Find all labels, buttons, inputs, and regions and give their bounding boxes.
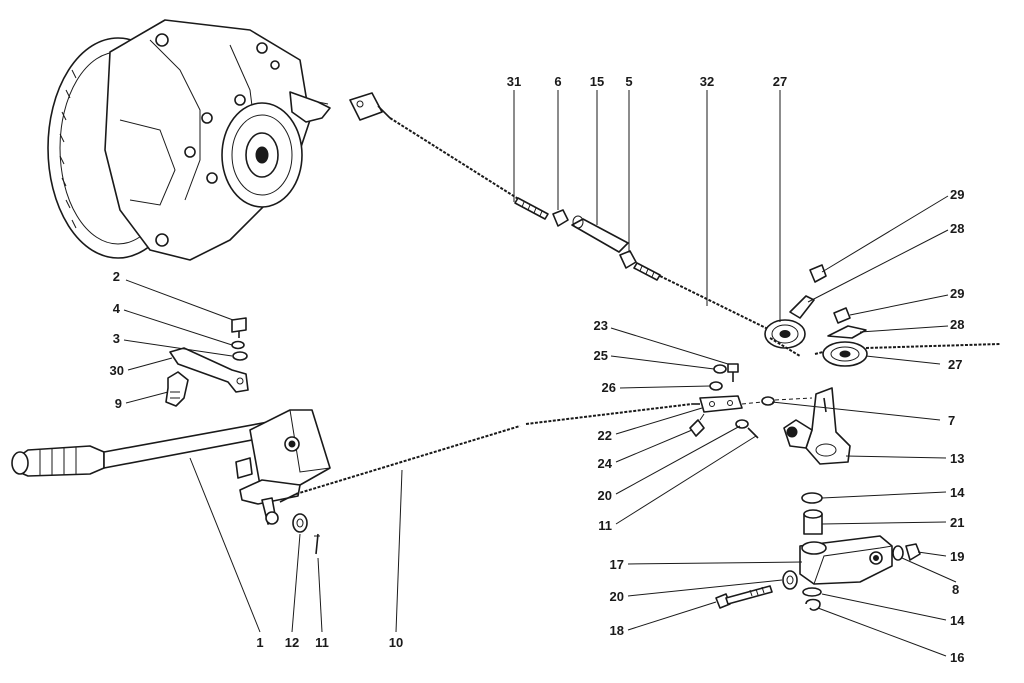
callout-6: 6 bbox=[554, 74, 561, 89]
callout-11-left: 11 bbox=[315, 635, 329, 650]
upper-cable-assembly bbox=[349, 92, 806, 357]
callout-11-right: 11 bbox=[598, 518, 612, 533]
callout-30: 30 bbox=[110, 363, 124, 378]
callout-29-upper: 29 bbox=[950, 187, 964, 202]
callout-25: 25 bbox=[594, 348, 608, 363]
callout-29-lower: 29 bbox=[950, 286, 964, 301]
callout-15: 15 bbox=[590, 74, 604, 89]
callout-9: 9 bbox=[115, 396, 122, 411]
callout-1: 1 bbox=[256, 635, 263, 650]
callout-17: 17 bbox=[610, 557, 624, 572]
callout-32: 32 bbox=[700, 74, 714, 89]
callout-labels: 31 6 15 5 32 27 29 28 29 28 27 2 4 3 30 … bbox=[110, 74, 966, 665]
callout-27-upper: 27 bbox=[773, 74, 787, 89]
callout-14-lower: 14 bbox=[950, 613, 965, 628]
callout-28-upper: 28 bbox=[950, 221, 964, 236]
callout-7: 7 bbox=[948, 413, 955, 428]
brake-drum-housing bbox=[47, 19, 331, 261]
callout-31: 31 bbox=[507, 74, 521, 89]
callout-5: 5 bbox=[625, 74, 632, 89]
equalizer-parts bbox=[689, 363, 813, 439]
callout-27-lower: 27 bbox=[948, 357, 962, 372]
pulley-brackets bbox=[789, 264, 1001, 367]
callout-22: 22 bbox=[598, 428, 612, 443]
callout-20-upper: 20 bbox=[598, 488, 612, 503]
callout-16: 16 bbox=[950, 650, 964, 665]
callout-23: 23 bbox=[594, 318, 608, 333]
callout-2: 2 bbox=[113, 269, 120, 284]
callout-28-lower: 28 bbox=[950, 317, 964, 332]
callout-8: 8 bbox=[952, 582, 959, 597]
callout-18: 18 bbox=[610, 623, 624, 638]
handbrake-lever bbox=[11, 409, 331, 525]
callout-13: 13 bbox=[950, 451, 964, 466]
callout-19: 19 bbox=[950, 549, 964, 564]
callout-20-lower: 20 bbox=[610, 589, 624, 604]
leader-lines bbox=[123, 90, 957, 657]
main-cable bbox=[295, 403, 700, 495]
callout-14-upper: 14 bbox=[950, 485, 965, 500]
callout-10: 10 bbox=[389, 635, 403, 650]
washer-pin-left bbox=[292, 513, 320, 555]
callout-24: 24 bbox=[598, 456, 613, 471]
callout-26: 26 bbox=[602, 380, 616, 395]
callout-12: 12 bbox=[285, 635, 299, 650]
callout-3: 3 bbox=[113, 331, 120, 346]
callout-4: 4 bbox=[113, 301, 121, 316]
bracket-small-parts bbox=[165, 317, 249, 407]
callout-21: 21 bbox=[950, 515, 964, 530]
